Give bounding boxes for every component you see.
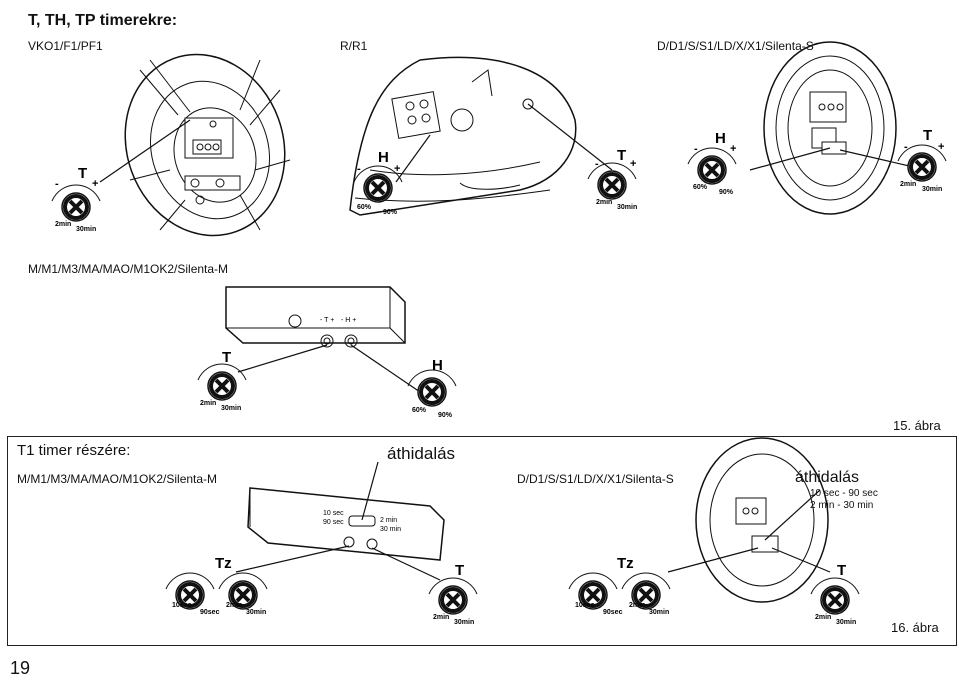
knob-t1d-t	[809, 576, 861, 616]
scale-max: 30min	[836, 619, 856, 626]
scale-max: 90%	[438, 412, 453, 419]
scale-max: 30min	[922, 186, 942, 193]
scale-min: 2min	[226, 602, 242, 609]
scale-min: 2min	[433, 614, 449, 621]
bridge-label-left: áthidalás	[387, 444, 456, 463]
scale-max: 30min	[454, 619, 474, 626]
scale-min: 2min	[55, 221, 71, 228]
knob-plus: +	[938, 141, 944, 153]
scale-max: 30min	[246, 609, 266, 616]
figure-16-frame	[7, 436, 957, 646]
fan-d-t1-drawing	[667, 437, 831, 603]
knob-minus: -	[357, 163, 361, 175]
fan-vko-drawing	[99, 53, 291, 237]
scale-max: 30min	[76, 226, 96, 233]
knob-t1m-t	[427, 576, 479, 616]
scale-min: 10sec	[575, 602, 595, 609]
model-label-vko: VKO1/F1/PF1	[28, 39, 103, 53]
knob-letter: H	[715, 130, 726, 147]
housing-t-mark: - T +	[320, 317, 334, 324]
housing-sec-b: 90 sec	[323, 519, 344, 526]
knob-minus: -	[694, 143, 698, 155]
knob-plus: +	[630, 158, 636, 170]
model-label-d: D/D1/S/S1/LD/X/X1/Silenta-S	[657, 39, 814, 53]
knob-letter: T	[455, 562, 464, 579]
knob-minus: -	[595, 158, 599, 170]
knob-letter: H	[378, 149, 389, 166]
model-label-m: M/M1/M3/MA/MAO/M1OK2/Silenta-M	[28, 262, 229, 276]
model-label-r: R/R1	[340, 39, 368, 53]
knob-letter: Tz	[215, 555, 232, 572]
knob-letter: T	[617, 147, 626, 164]
scale-min: 2min	[596, 199, 612, 206]
housing-min-a: 2 min	[380, 517, 397, 524]
scale-min: 10sec	[172, 602, 192, 609]
knob-letter: T	[222, 349, 231, 366]
model-label-d-t1: D/D1/S/S1/LD/X/X1/Silenta-S	[517, 472, 674, 486]
knob-m-h	[406, 368, 458, 408]
fan-d-drawing	[749, 41, 919, 215]
scale-min: 2min	[629, 602, 645, 609]
knob-letter: T	[78, 165, 87, 182]
bridge-label-right: áthidalás	[795, 469, 860, 486]
housing-sec-a: 10 sec	[323, 510, 344, 517]
knob-minus: -	[55, 178, 59, 190]
scale-min: 2min	[200, 400, 216, 407]
knob-m-t	[196, 362, 248, 402]
scale-min: 60%	[693, 184, 708, 191]
range-minutes: 2 min - 30 min	[810, 500, 874, 511]
knob-plus: +	[92, 178, 98, 190]
housing-h-mark: - H +	[341, 317, 356, 324]
scale-max: 90sec	[200, 609, 220, 616]
scale-min: 60%	[412, 407, 427, 414]
knob-letter: T	[837, 562, 846, 579]
scale-max: 90sec	[603, 609, 623, 616]
knob-plus: +	[730, 143, 736, 155]
scale-min: 2min	[815, 614, 831, 621]
fan-r-drawing	[349, 56, 613, 216]
scale-max: 90%	[719, 189, 734, 196]
figure-16-caption: 16. ábra	[891, 620, 939, 635]
scale-min: 60%	[357, 204, 372, 211]
housing-min-b: 30 min	[380, 526, 401, 533]
range-seconds: 10 sec - 90 sec	[810, 488, 878, 499]
model-label-m-t1: M/M1/M3/MA/MAO/M1OK2/Silenta-M	[17, 472, 218, 486]
knob-plus: +	[394, 163, 400, 175]
page-number: 19	[10, 658, 31, 678]
housing-m-drawing	[225, 286, 421, 393]
housing-m-t1-drawing	[235, 461, 445, 581]
knob-letter: H	[432, 357, 443, 374]
section1-title: T, TH, TP timerekre:	[28, 12, 178, 29]
knob-vko-t	[50, 183, 102, 223]
scale-min: 2min	[900, 181, 916, 188]
scale-max: 30min	[649, 609, 669, 616]
section2-title: T1 timer részére:	[17, 442, 131, 459]
knob-letter: T	[923, 127, 932, 144]
scale-max: 30min	[221, 405, 241, 412]
scale-max: 30min	[617, 204, 637, 211]
knob-letter: Tz	[617, 555, 634, 572]
scale-max: 90%	[383, 209, 398, 216]
knob-minus: -	[904, 141, 908, 153]
figure-15-caption: 15. ábra	[893, 418, 941, 433]
